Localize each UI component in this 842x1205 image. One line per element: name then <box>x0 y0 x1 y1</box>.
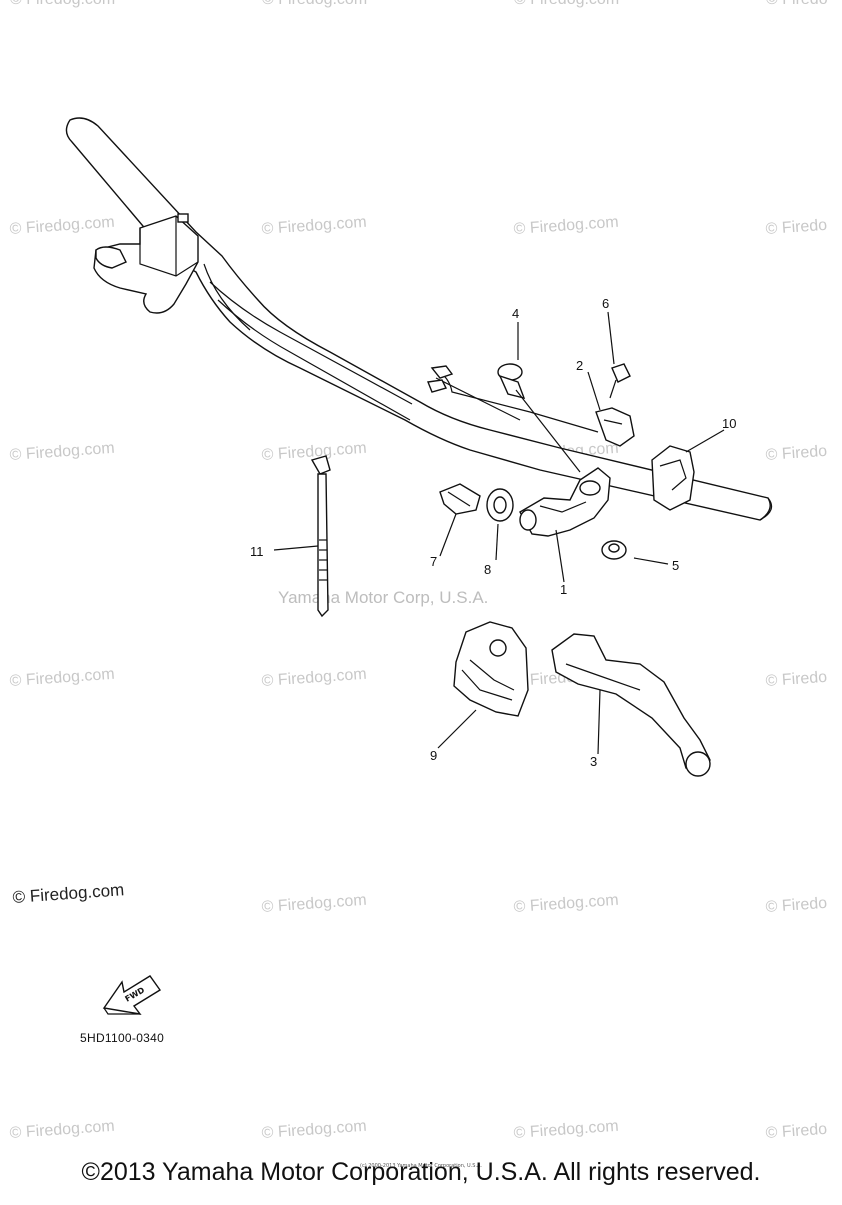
clamp-bolt <box>177 213 189 223</box>
leader-lines <box>273 311 725 755</box>
watermark: © Firedo <box>765 895 828 916</box>
watermark: © Firedo <box>765 669 828 690</box>
watermark: © Firedo <box>766 0 828 8</box>
part-4-pivot-bolt <box>497 363 581 473</box>
handlebar <box>65 117 773 521</box>
watermark: © Firedog.com <box>10 0 115 8</box>
watermark: © Firedog.com <box>262 0 367 8</box>
watermark: © Firedog.com <box>514 0 619 8</box>
part-8-locknut <box>486 488 514 522</box>
watermark: © Firedog.com <box>513 214 619 238</box>
part-5-nut <box>601 540 627 560</box>
callout-6: 6 <box>602 296 609 311</box>
footer-copyright: ©2013 Yamaha Motor Corporation, U.S.A. A… <box>81 1158 761 1186</box>
callout-2: 2 <box>576 358 583 373</box>
callout-10: 10 <box>722 416 736 431</box>
callout-4: 4 <box>512 306 519 321</box>
diagram-code: 5HD1100-0340 <box>80 1031 165 1045</box>
watermark: © Firedog.com <box>513 892 619 916</box>
watermark: © Firedog.com <box>513 1118 619 1142</box>
callout-9: 9 <box>430 748 437 763</box>
part-6-bolt <box>609 363 631 399</box>
part-1-lever-holder <box>519 467 611 537</box>
part-9-cover <box>453 621 529 717</box>
callouts: 4 6 2 10 5 1 8 7 11 9 3 <box>250 296 736 769</box>
part-10-holder <box>651 445 695 511</box>
throttle-cable <box>427 365 599 433</box>
fwd-arrow-icon: FWD <box>102 975 162 1015</box>
part-2-bracket <box>595 407 635 447</box>
callout-7: 7 <box>430 554 437 569</box>
center-watermark: Yamaha Motor Corp, U.S.A. <box>278 588 488 607</box>
watermark: © Firedog.com <box>261 1118 367 1142</box>
callout-3: 3 <box>590 754 597 769</box>
part-11-cable-tie <box>310 455 331 618</box>
callout-1: 1 <box>560 582 567 597</box>
watermark: © Firedog.com <box>9 214 115 238</box>
callout-5: 5 <box>672 558 679 573</box>
watermark: © Firedog.com <box>261 214 367 238</box>
watermark: © Firedo <box>765 1121 828 1142</box>
part-7-adjuster <box>439 483 481 515</box>
tiny-copyright: (c) 2000-2013 Yamaha Motor Corporation, … <box>360 1163 482 1169</box>
watermark: © Firedog.com <box>261 892 367 916</box>
callout-8: 8 <box>484 562 491 577</box>
watermark: © Firedo <box>765 217 828 238</box>
watermark: © Firedog.com <box>9 440 115 464</box>
watermark: © Firedog.com <box>9 1118 115 1142</box>
callout-11: 11 <box>250 544 264 559</box>
watermark: © Firedog.com <box>9 666 115 690</box>
watermark: © Firedog.com <box>261 666 367 690</box>
part-3-lever <box>551 633 711 777</box>
watermark: © Firedo <box>765 443 828 464</box>
